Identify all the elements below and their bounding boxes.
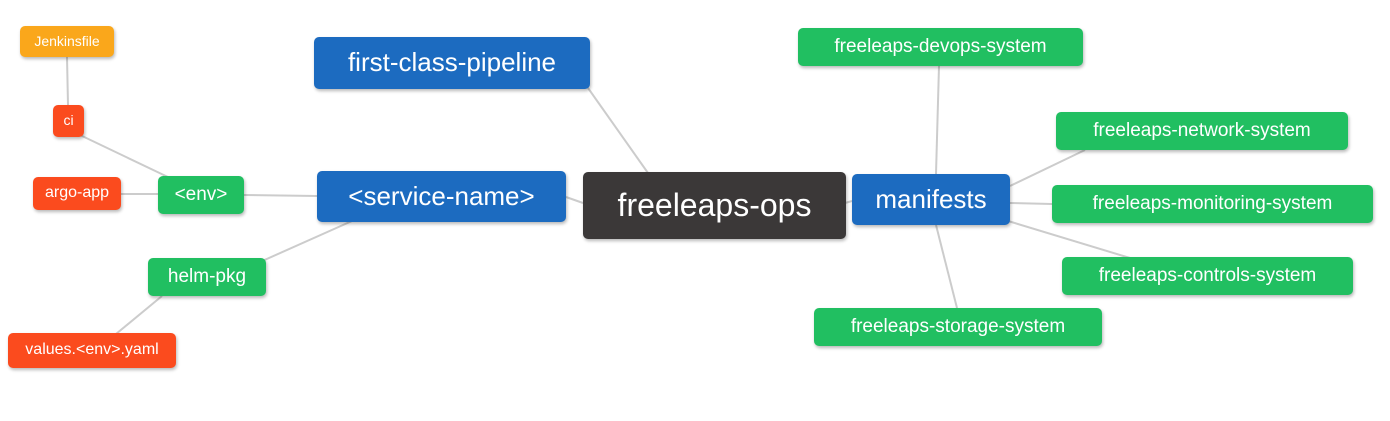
edge-service-name-to-helm-pkg <box>259 220 353 263</box>
edge-env-to-service-name <box>243 194 318 197</box>
node-helm-pkg[interactable]: helm-pkg <box>148 258 266 296</box>
node-label-manifests: manifests <box>875 183 987 214</box>
node-label-freeleaps-controls-system: freeleaps-controls-system <box>1098 264 1317 286</box>
node-env[interactable]: <env> <box>158 176 244 214</box>
edge-manifests-to-freeleaps-controls-system <box>1007 220 1131 259</box>
node-label-first-class-pipeline: first-class-pipeline <box>347 47 557 77</box>
node-freeleaps-network-system[interactable]: freeleaps-network-system <box>1056 112 1348 150</box>
node-label-values-env-yaml: values.<env>.yaml <box>25 340 159 358</box>
edge-first-class-pipeline-to-freeleaps-ops <box>587 87 649 174</box>
edge-jenkinsfile-to-ci <box>66 56 69 106</box>
node-freeleaps-controls-system[interactable]: freeleaps-controls-system <box>1062 257 1353 295</box>
edge-manifests-to-freeleaps-network-system <box>1009 149 1086 187</box>
edge-manifests-to-freeleaps-monitoring-system <box>1009 202 1053 205</box>
node-service-name[interactable]: <service-name> <box>317 171 566 222</box>
edge-service-name-to-freeleaps-ops <box>565 196 584 204</box>
edge-manifests-to-freeleaps-devops-system <box>935 65 940 175</box>
edge-freeleaps-ops-to-manifests <box>844 200 853 204</box>
node-label-freeleaps-ops: freeleaps-ops <box>617 186 812 223</box>
node-freeleaps-storage-system[interactable]: freeleaps-storage-system <box>814 308 1102 346</box>
node-label-jenkinsfile: Jenkinsfile <box>34 32 100 49</box>
node-values-env-yaml[interactable]: values.<env>.yaml <box>8 333 176 368</box>
node-label-freeleaps-devops-system: freeleaps-devops-system <box>834 35 1047 57</box>
node-manifests[interactable]: manifests <box>852 174 1010 225</box>
node-label-freeleaps-monitoring-system: freeleaps-monitoring-system <box>1092 192 1333 214</box>
node-label-env: <env> <box>174 183 228 205</box>
node-label-ci: ci <box>63 112 74 128</box>
edge-helm-pkg-to-values-env-yaml <box>115 295 163 335</box>
node-jenkinsfile[interactable]: Jenkinsfile <box>20 26 114 57</box>
node-argo-app[interactable]: argo-app <box>33 177 121 210</box>
edge-manifests-to-freeleaps-storage-system <box>935 224 958 309</box>
node-label-argo-app: argo-app <box>44 183 110 201</box>
node-freeleaps-devops-system[interactable]: freeleaps-devops-system <box>798 28 1083 66</box>
node-label-freeleaps-storage-system: freeleaps-storage-system <box>850 315 1066 337</box>
node-freeleaps-monitoring-system[interactable]: freeleaps-monitoring-system <box>1052 185 1373 223</box>
node-label-freeleaps-network-system: freeleaps-network-system <box>1093 119 1311 141</box>
edge-ci-to-env <box>79 134 171 179</box>
node-label-helm-pkg: helm-pkg <box>167 265 247 287</box>
node-label-service-name: <service-name> <box>348 180 535 211</box>
node-freeleaps-ops[interactable]: freeleaps-ops <box>583 172 846 239</box>
node-ci[interactable]: ci <box>53 105 84 137</box>
node-first-class-pipeline[interactable]: first-class-pipeline <box>314 37 590 89</box>
